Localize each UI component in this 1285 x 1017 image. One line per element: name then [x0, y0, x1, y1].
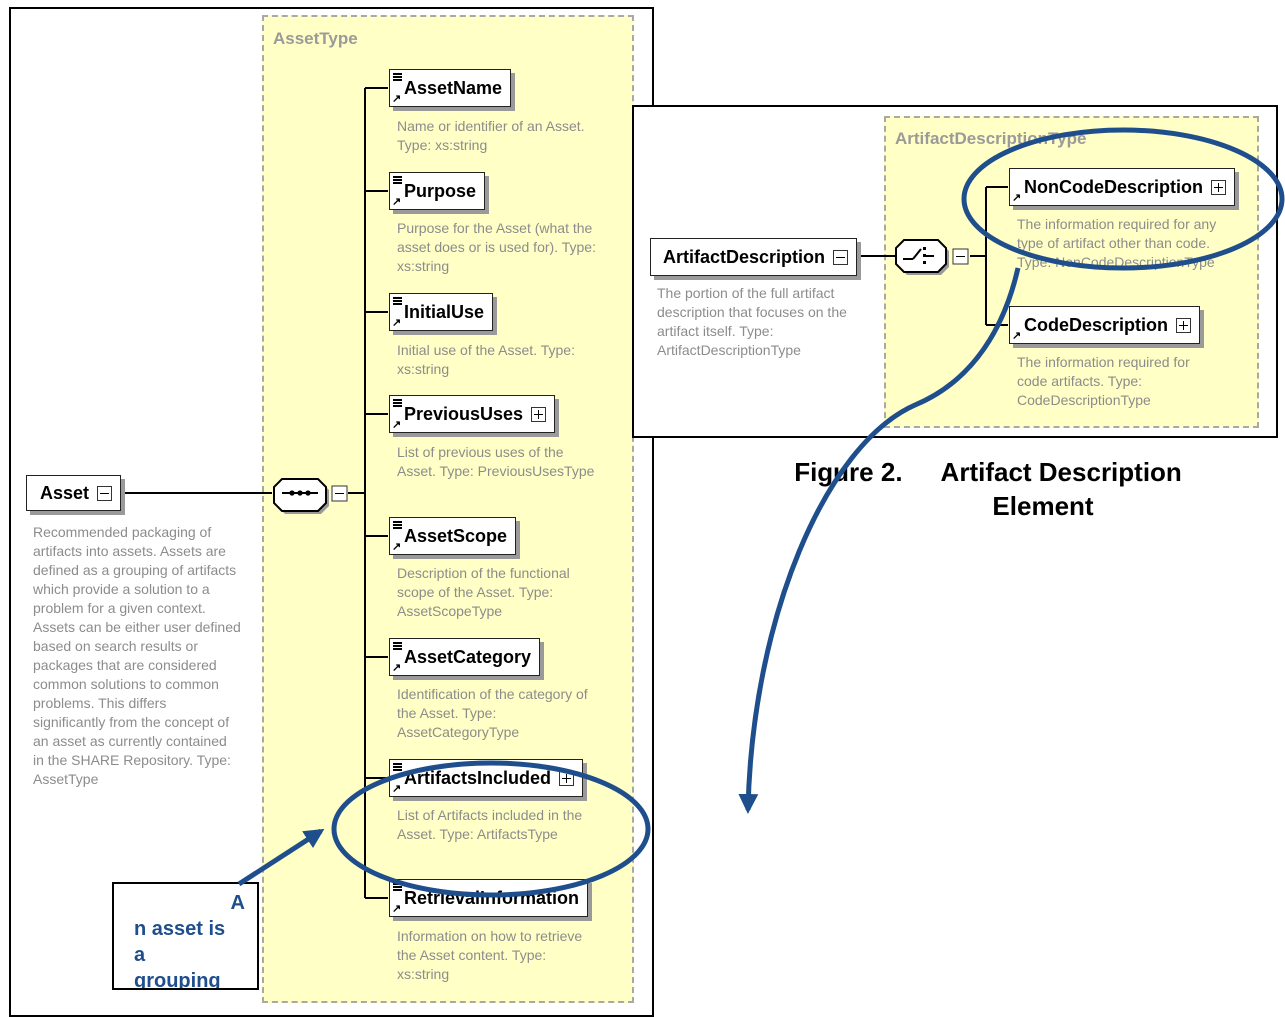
asset-scope-description: Description of the functional scope of t…	[397, 565, 570, 619]
element-label: AssetScope	[404, 525, 508, 546]
reference-arrow-icon: ↗	[1012, 192, 1022, 204]
asset-category-description: Identification of the category of the As…	[397, 686, 588, 740]
element-label: AssetCategory	[404, 646, 532, 667]
reference-arrow-icon: ↗	[392, 541, 402, 553]
retrieval-information-description: Information on how to retrieve the Asset…	[397, 928, 583, 982]
expand-icon[interactable]	[1211, 179, 1227, 195]
element-lines-icon	[393, 176, 402, 184]
annotation-callout: A n asset is a grouping of	[112, 882, 259, 990]
callout-text: n asset is a grouping of	[134, 918, 226, 990]
reference-arrow-icon: ↗	[392, 317, 402, 329]
artifact-description-type-title: ArtifactDescriptionType	[895, 129, 1087, 148]
element-label: CodeDescription	[1024, 314, 1169, 335]
purpose-description: Purpose for the Asset (what the asset do…	[397, 220, 596, 274]
link-arrow	[738, 267, 1021, 814]
element-label: InitialUse	[404, 301, 485, 322]
asset-element[interactable]: Asset	[26, 475, 122, 511]
asset-name-element[interactable]: ↗ AssetName	[389, 69, 512, 107]
sequence-compositor	[273, 478, 348, 514]
reference-arrow-icon: ↗	[392, 419, 402, 431]
figure-title-line2: Element	[992, 491, 1094, 521]
previous-uses-element[interactable]: ↗ PreviousUses	[389, 395, 556, 433]
expand-icon[interactable]	[1176, 317, 1192, 333]
asset-type-title: AssetType	[273, 29, 358, 48]
artifact-description-element[interactable]: ArtifactDescription	[650, 238, 858, 276]
previous-uses-description: List of previous uses of the Asset. Type…	[397, 444, 595, 479]
asset-name-description: Name or identifier of an Asset. Type: xs…	[397, 118, 585, 153]
reference-arrow-icon: ↗	[392, 93, 402, 105]
reference-arrow-icon: ↗	[392, 903, 402, 915]
element-lines-icon	[393, 763, 402, 771]
initial-use-description: Initial use of the Asset. Type: xs:strin…	[397, 342, 575, 377]
reference-arrow-icon: ↗	[1012, 330, 1022, 342]
collapse-icon[interactable]	[833, 249, 849, 265]
asset-element-description: Recommended packaging of artifacts into …	[33, 524, 241, 787]
purpose-element[interactable]: ↗ Purpose	[389, 172, 486, 210]
element-label: NonCodeDescription	[1024, 176, 1204, 197]
element-label: PreviousUses	[404, 403, 524, 424]
collapse-icon[interactable]	[97, 485, 113, 501]
element-label: Purpose	[404, 180, 477, 201]
figure-title: Artifact Description	[940, 457, 1182, 487]
non-code-description-element[interactable]: ↗ NonCodeDescription	[1009, 168, 1236, 206]
element-lines-icon	[393, 521, 402, 529]
highlight-artifacts-included	[331, 760, 651, 898]
reference-arrow-icon: ↗	[392, 196, 402, 208]
artifacts-included-description: List of Artifacts included in the Asset.…	[397, 807, 583, 842]
reference-arrow-icon: ↗	[392, 662, 402, 674]
asset-category-element[interactable]: ↗ AssetCategory	[389, 638, 541, 676]
highlight-non-code-description	[961, 127, 1285, 271]
element-lines-icon	[393, 297, 402, 305]
reference-arrow-icon: ↗	[392, 783, 402, 795]
code-description-description: The information required for code artifa…	[1017, 354, 1190, 408]
element-lines-icon	[393, 399, 402, 407]
callout-line1: A	[230, 892, 245, 914]
asset-element-label: Asset	[40, 482, 90, 503]
artifact-description-label: ArtifactDescription	[663, 246, 826, 267]
choice-compositor	[895, 239, 969, 275]
figure-caption: Figure 2.Artifact Description Element	[768, 455, 1208, 523]
initial-use-element[interactable]: ↗ InitialUse	[389, 293, 494, 331]
code-description-element[interactable]: ↗ CodeDescription	[1009, 306, 1201, 344]
artifact-description-description: The portion of the full artifact descrip…	[657, 285, 847, 358]
expand-icon[interactable]	[531, 406, 547, 422]
callout-arrow	[237, 828, 325, 887]
element-label: ArtifactsIncluded	[404, 767, 552, 788]
asset-scope-element[interactable]: ↗ AssetScope	[389, 517, 517, 555]
element-lines-icon	[393, 642, 402, 650]
retrieval-information-element[interactable]: ↗ RetrievalInformation	[389, 879, 589, 917]
element-label: AssetName	[404, 77, 503, 98]
element-lines-icon	[393, 73, 402, 81]
